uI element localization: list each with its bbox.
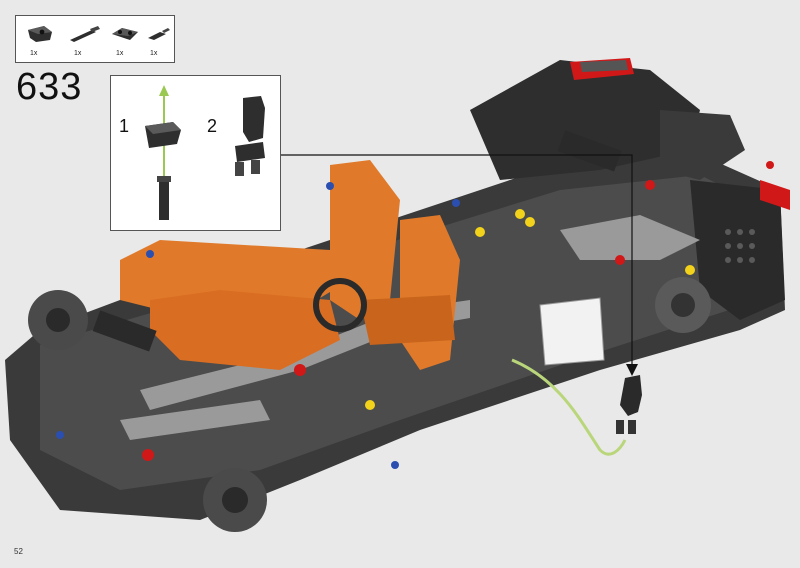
engine-block xyxy=(470,60,700,180)
steering-wheel xyxy=(313,278,367,332)
grey-beam xyxy=(120,400,270,440)
pointer-arrowhead xyxy=(626,364,638,376)
grey-beam xyxy=(560,215,700,260)
substep-label-2: 2 xyxy=(207,116,218,136)
angle-connector-icon xyxy=(28,26,52,42)
pin-icon xyxy=(159,180,169,220)
battery-box xyxy=(539,297,605,366)
axle-pin-icon xyxy=(70,26,100,42)
double-connector-icon xyxy=(112,28,138,40)
rear-panel-holes xyxy=(725,229,755,263)
part-short-pin: 1x xyxy=(142,20,176,58)
inserted-pins xyxy=(616,420,636,434)
part-angle-connector: 1x xyxy=(22,20,56,58)
rear-shock xyxy=(557,130,622,172)
orange-panel-floor xyxy=(150,290,340,370)
page-number: 52 xyxy=(14,547,23,556)
green-hose xyxy=(511,358,627,456)
accent-pieces xyxy=(56,161,774,469)
red-tail-part xyxy=(760,180,790,210)
substep-label-1: 1 xyxy=(119,116,130,136)
part-qty: 1x xyxy=(116,50,124,57)
part-qty: 1x xyxy=(30,50,38,57)
part-qty: 1x xyxy=(150,50,158,57)
front-shock xyxy=(92,310,157,352)
orange-seat-base xyxy=(360,295,455,345)
part-double-connector: 1x xyxy=(108,20,142,58)
assembled-part-icon xyxy=(243,96,265,142)
substep-illustration xyxy=(145,85,265,220)
step-number: 633 xyxy=(16,66,83,108)
engine-top xyxy=(580,60,628,72)
short-pin-icon xyxy=(148,28,170,40)
rear-cover xyxy=(660,110,745,180)
inserted-connector xyxy=(620,375,642,416)
part-qty: 1x xyxy=(74,50,82,57)
substep-callout: 1 2 xyxy=(110,75,281,231)
parts-callout: 1x 1x 1x 1x xyxy=(15,15,175,63)
pointer-line xyxy=(281,154,633,370)
part-axle-pin: 1x xyxy=(66,20,102,58)
